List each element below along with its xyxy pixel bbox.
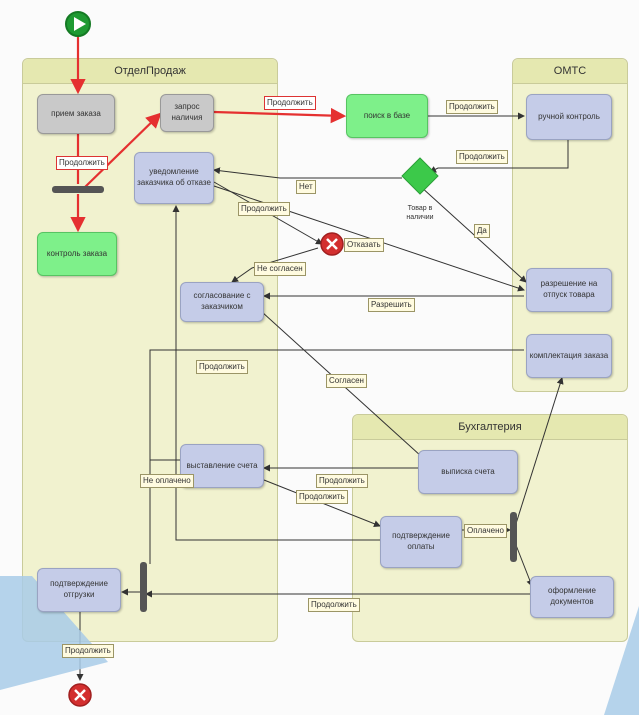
flow-label-continue-8: Продолжить bbox=[62, 644, 114, 658]
node-docs-prepare[interactable]: оформление документов bbox=[530, 576, 614, 618]
flow-label-yes: Да bbox=[474, 224, 490, 238]
flow-label-continue-red-1: Продолжить bbox=[56, 156, 108, 170]
flow-label-continue-7: Продолжить bbox=[308, 598, 360, 612]
node-receive-order[interactable]: прием заказа bbox=[37, 94, 115, 134]
flow-label-continue-5: Продолжить bbox=[316, 474, 368, 488]
lane-sales-title: ОтделПродаж bbox=[23, 59, 277, 84]
flow-label-continue-2: Продолжить bbox=[456, 150, 508, 164]
decision-label: Товар в наличии bbox=[406, 205, 434, 222]
flow-label-allow: Разрешить bbox=[368, 298, 415, 312]
node-order-assembly[interactable]: комплектация заказа bbox=[526, 334, 612, 378]
flow-label-continue-1: Продолжить bbox=[446, 100, 498, 114]
node-order-control[interactable]: контроль заказа bbox=[37, 232, 117, 276]
flow-label-not-agree: Не согласен bbox=[254, 262, 306, 276]
flow-label-continue-6: Продолжить bbox=[296, 490, 348, 504]
node-notify-refusal[interactable]: уведомление заказчика об отказе bbox=[134, 152, 214, 204]
flow-label-not-paid: Не оплачено bbox=[140, 474, 194, 488]
join-bar-shipment bbox=[140, 562, 147, 612]
decision-diamond bbox=[401, 157, 439, 195]
node-database-search[interactable]: поиск в базе bbox=[346, 94, 428, 138]
flow-label-agree: Согласен bbox=[326, 374, 367, 388]
flow-label-no: Нет bbox=[296, 180, 316, 194]
node-invoice-issue[interactable]: выставление счета bbox=[180, 444, 264, 488]
flow-label-continue-red-2: Продолжить bbox=[264, 96, 316, 110]
fork-bar bbox=[52, 186, 104, 193]
corner-decoration-left bbox=[0, 576, 108, 690]
node-payment-confirm[interactable]: подтверждение оплаты bbox=[380, 516, 462, 568]
flow-label-continue-3: Продолжить bbox=[238, 202, 290, 216]
flow-label-paid: Оплачено bbox=[464, 524, 507, 538]
join-bar-payment bbox=[510, 512, 517, 562]
corner-decoration-right bbox=[604, 606, 639, 715]
flow-label-continue-4: Продолжить bbox=[196, 360, 248, 374]
node-release-permission[interactable]: разрешение на отпуск товара bbox=[526, 268, 612, 312]
node-availability-request[interactable]: запрос наличия bbox=[160, 94, 214, 132]
lane-omts-title: ОМТС bbox=[513, 59, 627, 84]
node-invoice-extract[interactable]: выписка счета bbox=[418, 450, 518, 494]
node-agree-customer[interactable]: согласование с заказчиком bbox=[180, 282, 264, 322]
node-manual-control[interactable]: ручной контроль bbox=[526, 94, 612, 140]
node-shipment-confirm[interactable]: подтверждение отгрузки bbox=[37, 568, 121, 612]
flow-label-refuse: Отказать bbox=[344, 238, 384, 252]
